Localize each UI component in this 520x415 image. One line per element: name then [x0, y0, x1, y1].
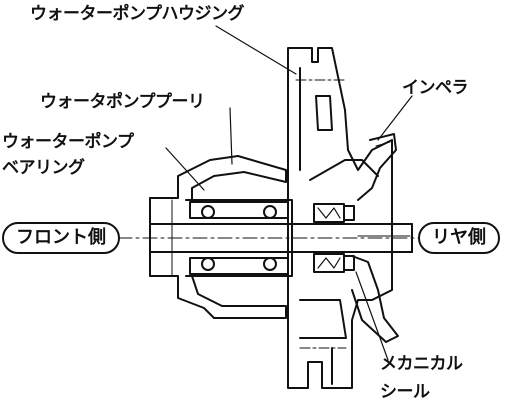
pump-shaft	[149, 223, 413, 253]
label-bearing-line1: ウォーターポンプ	[2, 132, 134, 152]
rear-side-badge: リヤ側	[418, 222, 500, 254]
pump-bearing	[185, 199, 293, 277]
pump-housing	[287, 47, 393, 389]
label-seal-line2: シール	[380, 382, 430, 402]
label-housing: ウォーターポンプハウジング	[30, 4, 245, 24]
impeller	[351, 133, 411, 343]
leader-lines	[165, 25, 413, 361]
mechanical-seal	[313, 203, 355, 273]
label-seal-line1: メカニカル	[380, 354, 463, 374]
pulley	[149, 155, 287, 319]
label-bearing-line2: ベアリング	[2, 158, 85, 178]
label-impeller: インペラ	[402, 78, 469, 98]
front-side-badge: フロント側	[2, 222, 120, 254]
label-pulley: ウォータポンププーリ	[40, 92, 205, 112]
